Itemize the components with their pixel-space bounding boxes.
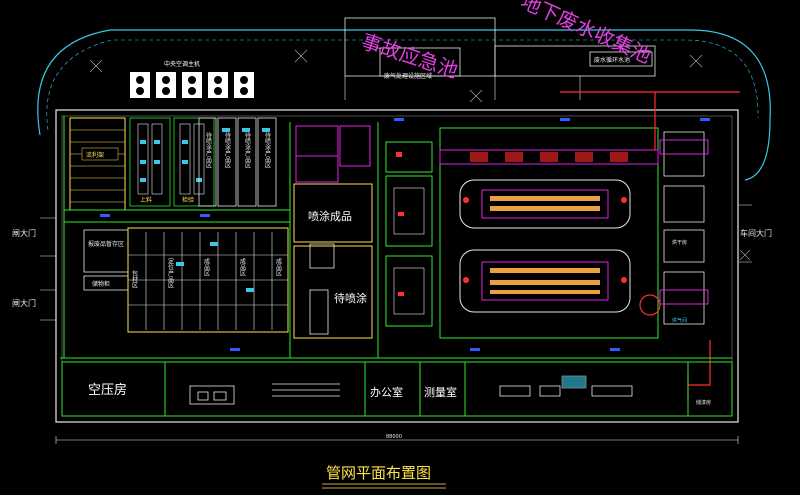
- finished-label-1: 定位产品区: [167, 257, 174, 288]
- office-label: 办公室: [370, 385, 403, 399]
- finished-grid-lines: [128, 232, 288, 330]
- to-spray-rack: [310, 244, 334, 268]
- pipe-red-main: [560, 92, 740, 400]
- finished-label-4: 成品区: [275, 257, 282, 276]
- machine-cyan-marks: [140, 140, 202, 182]
- spray-booth-red-marks: [396, 152, 404, 296]
- to-spray-label: 待喷涂: [334, 291, 367, 305]
- finished-label-2: 成品区: [203, 257, 210, 276]
- conveyor-hangers: [490, 196, 600, 294]
- measure-room-label: 测量室: [424, 385, 457, 399]
- right-equipment: [664, 132, 704, 324]
- storage-cabinet-label: 储物柜: [92, 280, 110, 288]
- building-outline-inner: [62, 116, 732, 416]
- gate-left-upper: 闸大门: [12, 228, 36, 238]
- gas-room-label: 供气间: [672, 317, 687, 324]
- gate-right: 车间大门: [740, 228, 772, 238]
- flow-rack-lines: [70, 130, 125, 202]
- magenta-room-1: [296, 126, 338, 156]
- hvac-label: 中央空调主机: [164, 60, 200, 68]
- dimension-value: 88000: [386, 434, 402, 440]
- compressor-room-label: 空压房: [88, 382, 127, 398]
- magenta-room-2: [296, 156, 338, 182]
- hvac-units: [130, 72, 254, 98]
- drawing-title-underline: [322, 484, 446, 488]
- scrap-zone-label: 报废品暂存区: [88, 240, 124, 248]
- to-spray-box: [310, 290, 328, 334]
- pending-product-1: 待喷涂产品区: [205, 131, 212, 168]
- drawing-title: 管网平面布置图: [326, 464, 431, 482]
- finished-label-3: 成品区: [239, 257, 246, 276]
- packing-label: 包材区: [131, 269, 138, 288]
- magenta-room-3: [340, 126, 370, 166]
- conveyor-loop-upper: [460, 180, 630, 228]
- pending-product-4: 待喷涂产品区: [264, 131, 271, 168]
- loading-label: 上料: [140, 196, 152, 204]
- inspection-label: 检验: [182, 196, 194, 204]
- machine-blocks: [138, 124, 204, 194]
- pending-cyan-marks: [222, 128, 270, 132]
- pending-product-2: 待喷涂产品区: [224, 131, 231, 168]
- spray-finished-label: 喷涂成品: [308, 209, 352, 223]
- right-red-circle: [640, 295, 660, 315]
- conveyor-loop-upper-inner: [482, 190, 608, 218]
- compressor-equipment: [190, 384, 340, 404]
- dry-room-label: 烘干房: [672, 239, 687, 246]
- flow-rack-label: 流利架: [86, 151, 104, 159]
- measure-equipment: [500, 376, 632, 396]
- gate-left-lower: 闸大门: [12, 298, 36, 308]
- scrap-zone: [84, 230, 128, 272]
- wastewater-pool-overlay: 地下废水收集池: [517, 0, 655, 68]
- small-room-label: 储漆房: [696, 399, 711, 406]
- pending-product-3: 待喷涂产品区: [244, 131, 251, 168]
- spray-line-top-units: [470, 152, 628, 162]
- flow-rack-zone: [70, 118, 125, 210]
- pipe-top-white: [345, 76, 580, 100]
